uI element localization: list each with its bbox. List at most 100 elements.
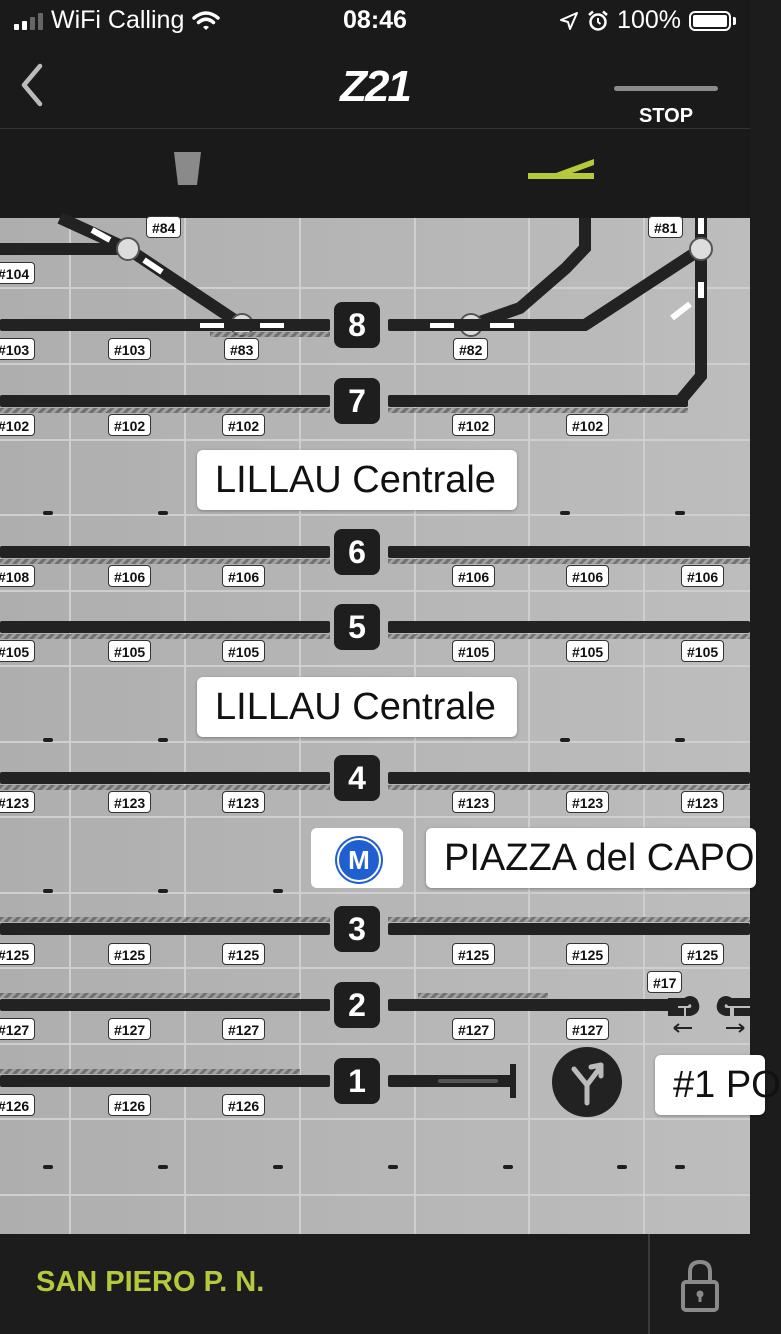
track-number-3[interactable]: 3 bbox=[334, 906, 380, 952]
turnout-tag[interactable]: #17 bbox=[647, 971, 683, 993]
route-switch-button[interactable] bbox=[552, 1047, 622, 1117]
grid-tick bbox=[617, 1165, 627, 1169]
block-tag[interactable]: #105 bbox=[222, 640, 266, 662]
track-2-left[interactable] bbox=[0, 993, 330, 1011]
turnout-tag[interactable]: #82 bbox=[453, 338, 489, 360]
turnout-tag[interactable]: #83 bbox=[224, 338, 260, 360]
turnout-marker bbox=[430, 323, 516, 328]
track-number-4[interactable]: 4 bbox=[334, 755, 380, 801]
station-label[interactable]: PIAZZA del CAPO bbox=[426, 828, 756, 888]
stop-button[interactable]: STOP bbox=[614, 86, 718, 128]
status-time: 08:46 bbox=[343, 6, 407, 34]
track-8-left[interactable] bbox=[0, 319, 330, 337]
track-number-6[interactable]: 6 bbox=[334, 529, 380, 575]
grid-tick bbox=[560, 511, 570, 515]
metro-sign[interactable]: M bbox=[311, 828, 403, 888]
block-tag[interactable]: #126 bbox=[222, 1094, 266, 1116]
track-4-left[interactable] bbox=[0, 772, 330, 790]
wifi-icon bbox=[192, 10, 221, 30]
track-7-right[interactable] bbox=[388, 395, 688, 413]
block-tag[interactable]: #106 bbox=[222, 565, 266, 587]
grid-line bbox=[0, 439, 750, 441]
block-tag[interactable]: #126 bbox=[0, 1094, 36, 1116]
block-tag[interactable]: #127 bbox=[566, 1018, 610, 1040]
block-tag[interactable]: #106 bbox=[681, 565, 725, 587]
grid-line bbox=[0, 287, 750, 289]
current-station-label[interactable]: SAN PIERO P. N. bbox=[36, 1266, 265, 1298]
block-tag[interactable]: #105 bbox=[0, 640, 36, 662]
block-tag[interactable]: #127 bbox=[0, 1018, 36, 1040]
block-tag[interactable]: #102 bbox=[566, 414, 610, 436]
track-number-8[interactable]: 8 bbox=[334, 302, 380, 348]
block-tag[interactable]: #106 bbox=[452, 565, 496, 587]
block-tag[interactable]: #125 bbox=[108, 943, 152, 965]
block-tag[interactable]: #127 bbox=[108, 1018, 152, 1040]
grid-line bbox=[0, 363, 750, 365]
tab-cab[interactable] bbox=[150, 129, 225, 217]
turnout-tag[interactable]: #84 bbox=[146, 216, 182, 238]
block-tag[interactable]: #102 bbox=[0, 414, 36, 436]
tab-layout[interactable] bbox=[520, 129, 600, 217]
track-5-left[interactable] bbox=[0, 621, 330, 639]
station-label[interactable]: #1 PO bbox=[655, 1055, 781, 1115]
chevron-left-icon[interactable] bbox=[14, 60, 54, 110]
alarm-icon bbox=[588, 10, 608, 31]
block-tag[interactable]: #127 bbox=[222, 1018, 266, 1040]
block-tag[interactable]: #102 bbox=[108, 414, 152, 436]
track-5-right[interactable] bbox=[388, 621, 750, 639]
block-tag[interactable]: #102 bbox=[452, 414, 496, 436]
grid-line bbox=[0, 1118, 750, 1120]
block-tag[interactable]: #123 bbox=[681, 791, 725, 813]
block-tag[interactable]: #123 bbox=[108, 791, 152, 813]
track-6-right[interactable] bbox=[388, 546, 750, 564]
track-layout-board[interactable]: 8 7 LILLAU Centrale 6 5 LILLAU Centrale … bbox=[0, 212, 781, 1234]
block-tag[interactable]: #125 bbox=[222, 943, 266, 965]
station-label[interactable]: LILLAU Centrale bbox=[197, 450, 517, 510]
block-tag[interactable]: #123 bbox=[566, 791, 610, 813]
block-tag[interactable]: #105 bbox=[108, 640, 152, 662]
block-tag[interactable]: #123 bbox=[0, 791, 36, 813]
block-tag[interactable]: #125 bbox=[452, 943, 496, 965]
block-tag[interactable]: #105 bbox=[566, 640, 610, 662]
block-tag[interactable]: #103 bbox=[108, 338, 152, 360]
block-tag[interactable]: #105 bbox=[452, 640, 496, 662]
nav-bar: Z21 STOP bbox=[0, 44, 750, 129]
block-tag[interactable]: #104 bbox=[0, 262, 36, 284]
block-tag[interactable]: #127 bbox=[452, 1018, 496, 1040]
track-number-2[interactable]: 2 bbox=[334, 982, 380, 1028]
coupler-icon[interactable] bbox=[664, 988, 754, 1038]
station-label[interactable]: LILLAU Centrale bbox=[197, 677, 517, 737]
block-tag[interactable]: #123 bbox=[452, 791, 496, 813]
grid-tick bbox=[43, 1165, 53, 1169]
track-3-left[interactable] bbox=[0, 917, 330, 935]
track-number-1[interactable]: 1 bbox=[334, 1058, 380, 1104]
block-tag[interactable]: #103 bbox=[0, 338, 36, 360]
track-1-right[interactable] bbox=[388, 1075, 512, 1087]
block-tag[interactable]: #125 bbox=[681, 943, 725, 965]
track-1-left[interactable] bbox=[0, 1069, 330, 1087]
turnout-marker bbox=[200, 323, 284, 328]
block-tag[interactable]: #102 bbox=[222, 414, 266, 436]
track-3-right[interactable] bbox=[388, 917, 750, 935]
block-tag[interactable]: #125 bbox=[566, 943, 610, 965]
track-4-right[interactable] bbox=[388, 772, 750, 790]
status-left: WiFi Calling bbox=[14, 6, 221, 35]
track-number-5[interactable]: 5 bbox=[334, 604, 380, 650]
block-tag[interactable]: #108 bbox=[0, 565, 36, 587]
block-tag[interactable]: #105 bbox=[681, 640, 725, 662]
grid-tick bbox=[43, 889, 53, 893]
track-2-right[interactable] bbox=[388, 993, 678, 1011]
app-logo: Z21 bbox=[340, 62, 412, 111]
grid-tick bbox=[158, 511, 168, 515]
lock-icon[interactable] bbox=[680, 1256, 720, 1316]
block-tag[interactable]: #106 bbox=[108, 565, 152, 587]
track-number-7[interactable]: 7 bbox=[334, 378, 380, 424]
block-tag[interactable]: #123 bbox=[222, 791, 266, 813]
track-6-left[interactable] bbox=[0, 546, 330, 564]
block-tag[interactable]: #126 bbox=[108, 1094, 152, 1116]
turnout-tag[interactable]: #81 bbox=[648, 216, 684, 238]
track-7-left[interactable] bbox=[0, 395, 330, 413]
grid-line bbox=[184, 218, 186, 1234]
block-tag[interactable]: #106 bbox=[566, 565, 610, 587]
block-tag[interactable]: #125 bbox=[0, 943, 36, 965]
